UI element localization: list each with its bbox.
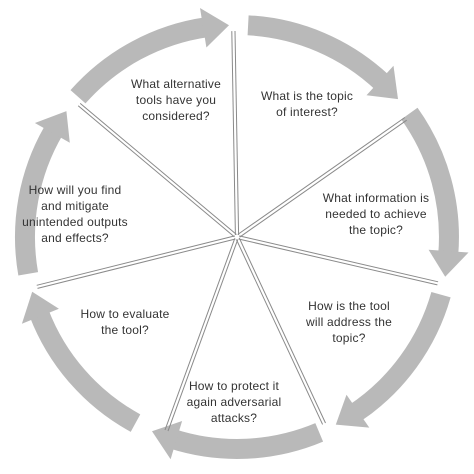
segment-divider-4-left xyxy=(167,239,239,432)
segment-label-evaluate-tool: How to evaluate the tool? xyxy=(80,307,170,337)
segment-divider-5-right xyxy=(36,235,235,286)
segment-divider-3-left xyxy=(238,237,326,424)
segment-label-adversarial-protection: How to protect it again adversarial atta… xyxy=(186,379,282,425)
segment-label-information-needed: What information is needed to achieve th… xyxy=(322,191,430,237)
arrowhead-evaluate xyxy=(21,291,59,324)
segment-divider-3-right xyxy=(235,239,324,425)
segment-divider-6-right xyxy=(79,103,237,235)
segment-divider-1-right xyxy=(239,119,407,238)
segment-divider-2-right xyxy=(238,238,438,286)
segment-divider-6-left xyxy=(77,105,235,238)
cycle-arrow-mitigate xyxy=(14,124,63,276)
segment-label-tool-addresses-topic: How is the tool will address the topic? xyxy=(306,299,392,345)
segment-divider-4-right xyxy=(164,238,236,431)
cycle-arrow-alternative xyxy=(70,17,209,104)
segment-divider-2-left xyxy=(239,235,439,283)
cycle-arrow-topic xyxy=(247,15,390,91)
arrowhead-address xyxy=(335,394,370,428)
segment-label-topic-of-interest: What is the topic of interest? xyxy=(260,89,354,119)
arrowhead-protect xyxy=(152,421,183,460)
segment-divider-0-right xyxy=(234,30,240,236)
arrowhead-information xyxy=(428,249,469,277)
cycle-arrow-protect xyxy=(169,423,324,459)
segment-label-alternative-tools: What alternative tools have you consider… xyxy=(131,77,221,123)
arrowhead-alternative xyxy=(200,8,229,48)
cycle-arrow-address xyxy=(349,291,451,422)
segment-divider-1-left xyxy=(237,117,406,235)
cycle-arrow-evaluate xyxy=(29,309,141,432)
segment-divider-0-left xyxy=(231,31,236,236)
segment-label-mitigate-unintended-effects: How will you find and mitigate unintende… xyxy=(22,183,128,245)
arrowhead-topic xyxy=(366,65,398,100)
segment-divider-5-left xyxy=(37,238,236,289)
arrowhead-mitigate xyxy=(34,111,70,143)
cycle-arrow-information xyxy=(401,107,459,256)
